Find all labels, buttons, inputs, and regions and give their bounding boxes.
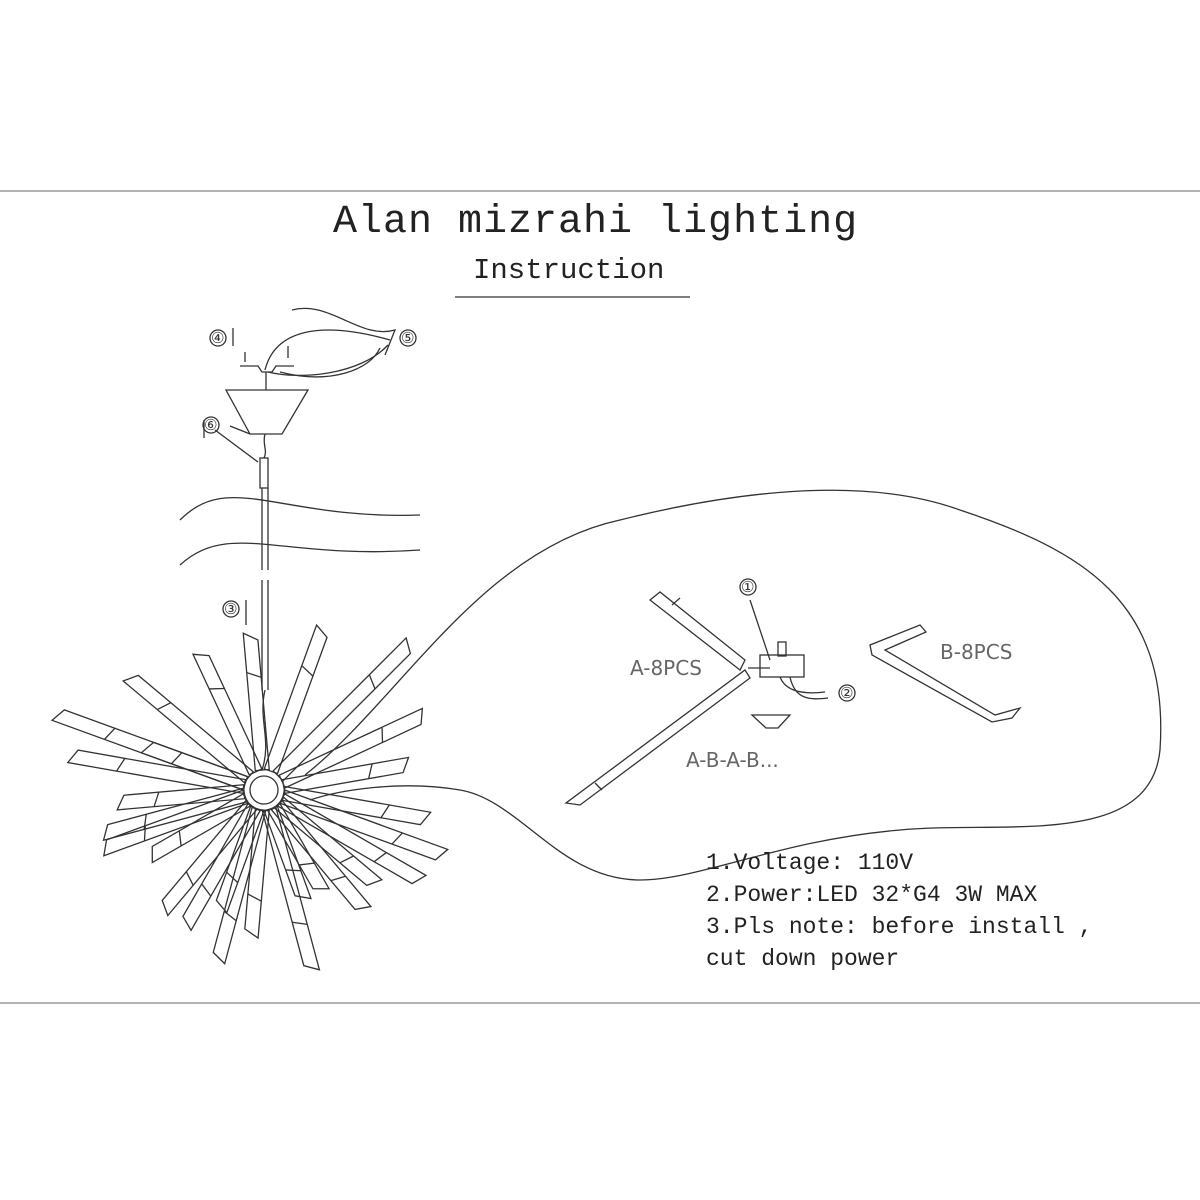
part-a-label: A-8PCS [630,656,702,680]
frame-border [0,190,1200,1004]
callout-circles [202,329,856,702]
arm-joint [226,871,239,884]
callout-4: ④ [211,329,225,347]
starburst-arm [102,789,249,857]
callout-6: ⑥ [204,416,218,434]
starburst-arm [116,784,246,811]
starburst-arm [244,808,270,940]
arm-joint [170,752,183,765]
page-subtitle: Instruction [473,254,665,287]
arm-joint [330,875,346,882]
starburst-arm [215,805,265,914]
arm-b [869,624,1022,723]
arm-joint [367,763,373,779]
note-caution: 3.Pls note: before install , [706,914,1093,940]
arm-joint [156,702,172,711]
callout-1: ① [741,578,755,596]
central-hub [249,775,279,805]
detail-bubble [304,489,1162,881]
power-wires [264,307,397,378]
starburst-arm [140,741,249,791]
starburst-arms [50,623,450,971]
starburst-arm [191,653,263,776]
arm-joint [143,825,146,841]
sequence-label: A-B-A-B... [686,748,779,772]
arm-joint [292,921,308,926]
arm-joint [285,869,301,872]
arm-joint [247,893,262,902]
arm-joint [391,832,403,845]
socket-detail [748,599,829,729]
note-caution-cont: cut down power [706,946,900,972]
arm-joint [115,758,126,772]
arm-joint [178,830,182,847]
arm-joint [373,852,387,863]
starburst-arm [121,674,255,784]
starburst-arm [261,806,321,971]
break-lines [179,496,421,566]
callout-3: ③ [224,600,238,618]
arm-joint [368,674,376,690]
ceiling-bracket [232,328,294,373]
starburst-arm [263,623,328,775]
arm-a [564,591,751,806]
starburst-arm [272,636,412,782]
starburst-arm [281,785,432,826]
starburst-arm [50,709,249,791]
arm-joint [246,671,262,678]
note-power: 2.Power:LED 32*G4 3W MAX [706,882,1038,908]
arm-joint [153,791,160,807]
arm-joint [299,862,315,866]
arm-joint [201,883,212,897]
arm-joint [339,855,354,864]
arm-joint [301,665,314,677]
canopy [224,389,310,435]
note-voltage: 1.Voltage: 110V [706,850,914,876]
arm-joint [103,727,116,740]
callout-2: ② [840,684,854,702]
page-title: Alan mizrahi lighting [333,200,859,245]
arm-joint [143,814,147,830]
arm-joint [185,871,194,886]
part-b-label: B-8PCS [940,640,1013,664]
callout-5: ⑤ [401,329,415,347]
arm-joint [380,804,390,819]
suspension-rod [203,420,269,771]
